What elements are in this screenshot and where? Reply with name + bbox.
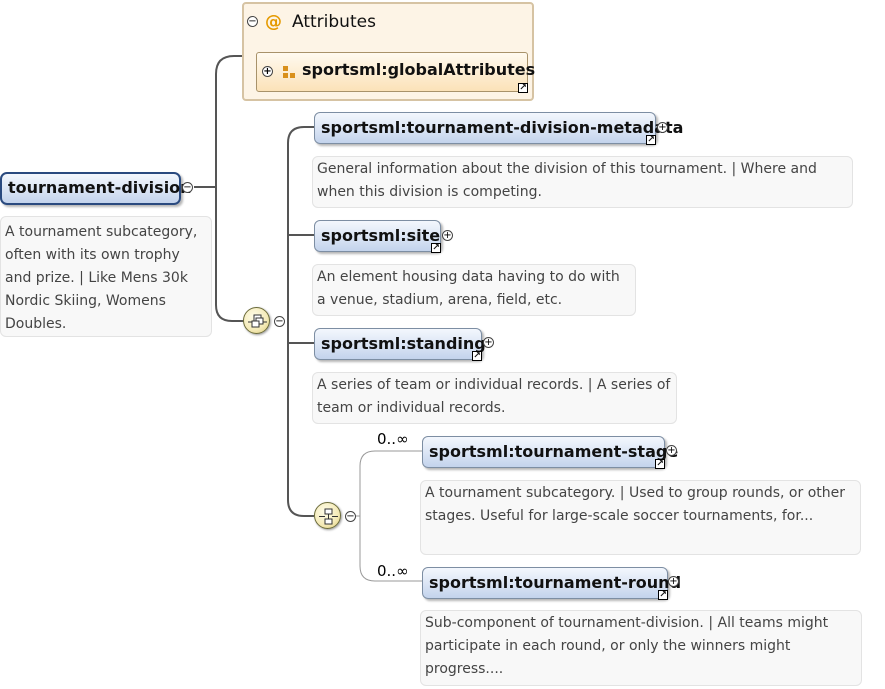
element-label: sportsml:standing (321, 334, 486, 353)
element-label: sportsml:tournament-round (429, 573, 682, 592)
external-link-icon[interactable]: ↗ (518, 83, 528, 93)
element-label: sportsml:tournament-division-metadata (321, 118, 684, 137)
root-description: A tournament subcategory, often with its… (0, 216, 212, 337)
at-icon: @ (265, 12, 282, 32)
attribute-group-node[interactable]: sportsml:globalAttributes + ↗ (256, 52, 535, 93)
element-node-standing[interactable]: sportsml:standing ↗ (314, 328, 486, 361)
root-element-node[interactable]: tournament-division (0, 172, 192, 205)
external-link-icon[interactable]: ↗ (472, 351, 482, 361)
choice-compositor-icon[interactable] (314, 502, 341, 529)
attributes-box: − @ Attributes sportsml:globalAttributes… (242, 2, 535, 101)
occurrence-label: 0..∞ (377, 562, 409, 580)
element-node-tournament-division-metadata[interactable]: sportsml:tournament-division-metadata ↗ (314, 112, 683, 145)
expand-icon[interactable]: + (262, 66, 273, 77)
occurrence-label: 0..∞ (377, 430, 409, 448)
sequence-compositor-icon[interactable] (243, 307, 270, 334)
attribute-group-label: sportsml:globalAttributes (302, 60, 536, 79)
root-element-label: tournament-division (8, 178, 192, 197)
expand-icon[interactable]: + (483, 337, 494, 348)
attribute-group-icon (283, 66, 295, 78)
external-link-icon[interactable]: ↗ (646, 135, 656, 145)
expand-icon[interactable]: + (668, 576, 679, 587)
element-node-tournament-round[interactable]: sportsml:tournament-round ↗ (422, 567, 681, 600)
expand-icon[interactable]: + (442, 230, 453, 241)
collapse-icon[interactable]: − (345, 511, 356, 522)
external-link-icon[interactable]: ↗ (658, 590, 668, 600)
external-link-icon[interactable]: ↗ (655, 459, 665, 469)
element-description: General information about the division o… (312, 156, 853, 208)
expand-icon[interactable]: + (666, 445, 677, 456)
element-description: Sub-component of tournament-division. | … (420, 610, 862, 686)
element-label: sportsml:site (321, 226, 441, 245)
element-description: A series of team or individual records. … (312, 372, 677, 424)
element-description: A tournament subcategory. | Used to grou… (420, 480, 861, 555)
element-node-tournament-stage[interactable]: sportsml:tournament-stage ↗ (422, 436, 678, 469)
collapse-icon[interactable]: − (247, 16, 258, 27)
element-description: An element housing data having to do wit… (312, 264, 636, 316)
expand-icon[interactable]: + (657, 122, 668, 133)
collapse-icon[interactable]: − (274, 316, 285, 327)
element-label: sportsml:tournament-stage (429, 442, 679, 461)
attributes-title: Attributes (292, 12, 376, 32)
collapse-icon[interactable]: − (182, 182, 193, 193)
external-link-icon[interactable]: ↗ (431, 243, 441, 253)
element-node-site[interactable]: sportsml:site ↗ (314, 220, 441, 253)
